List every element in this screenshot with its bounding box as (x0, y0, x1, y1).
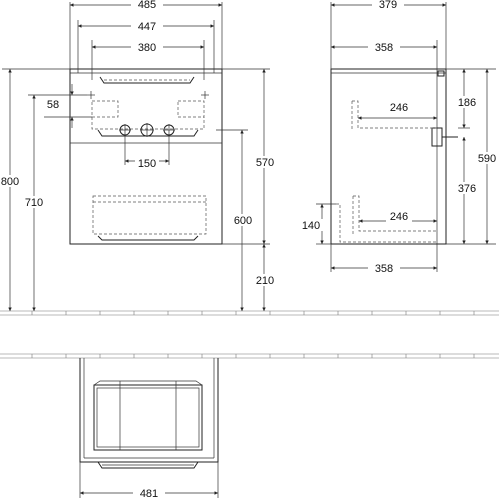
front-handle-middle (97, 129, 199, 137)
side-view: 379 358 246 246 186 376 590 140 (300, 0, 499, 275)
dim-186: 186 (458, 97, 476, 109)
floor-line-bottom (0, 353, 499, 359)
pipe-connector-left (119, 124, 131, 136)
dim-depth-358-bottom: 358 (375, 263, 393, 275)
dim-height-590: 590 (478, 153, 496, 165)
mounting-cross-right (201, 91, 209, 99)
dim-depth-top: 379 (379, 0, 397, 11)
dim-246-lower: 246 (390, 211, 408, 223)
dim-height-570: 570 (256, 157, 274, 169)
plan-handle (97, 461, 199, 469)
floor-line-top (0, 310, 499, 316)
mounting-cross-left (87, 91, 95, 99)
pipe-connector-center (140, 123, 154, 137)
dim-height-710: 710 (25, 197, 43, 209)
dim-depth-358-top: 358 (375, 42, 393, 54)
front-handle-top (99, 76, 195, 84)
plan-drawer-box (93, 384, 203, 451)
side-cabinet-body (330, 68, 447, 245)
dim-height-600: 600 (234, 215, 252, 227)
front-handle-bottom (97, 235, 199, 241)
dim-140: 140 (302, 220, 320, 232)
dim-height-210: 210 (256, 275, 274, 287)
plan-cabinet-outline (79, 358, 219, 463)
dim-376: 376 (458, 183, 476, 195)
dim-width-481: 481 (140, 488, 158, 500)
dim-width-inner: 447 (138, 21, 156, 33)
pipe-connector-right (163, 124, 175, 136)
dim-spacing-150: 150 (138, 158, 156, 170)
front-view: 485 447 380 800 710 58 150 (0, 0, 277, 311)
wall-bracket-top (437, 70, 445, 77)
front-cabinet-body (69, 68, 223, 245)
dim-width-outer: 485 (138, 0, 156, 11)
dim-offset-58: 58 (47, 99, 59, 111)
dim-246-upper: 246 (390, 102, 408, 114)
plan-view: 481 (79, 358, 219, 500)
dim-height-total: 800 (1, 176, 19, 188)
dim-width-handle: 380 (138, 42, 156, 54)
